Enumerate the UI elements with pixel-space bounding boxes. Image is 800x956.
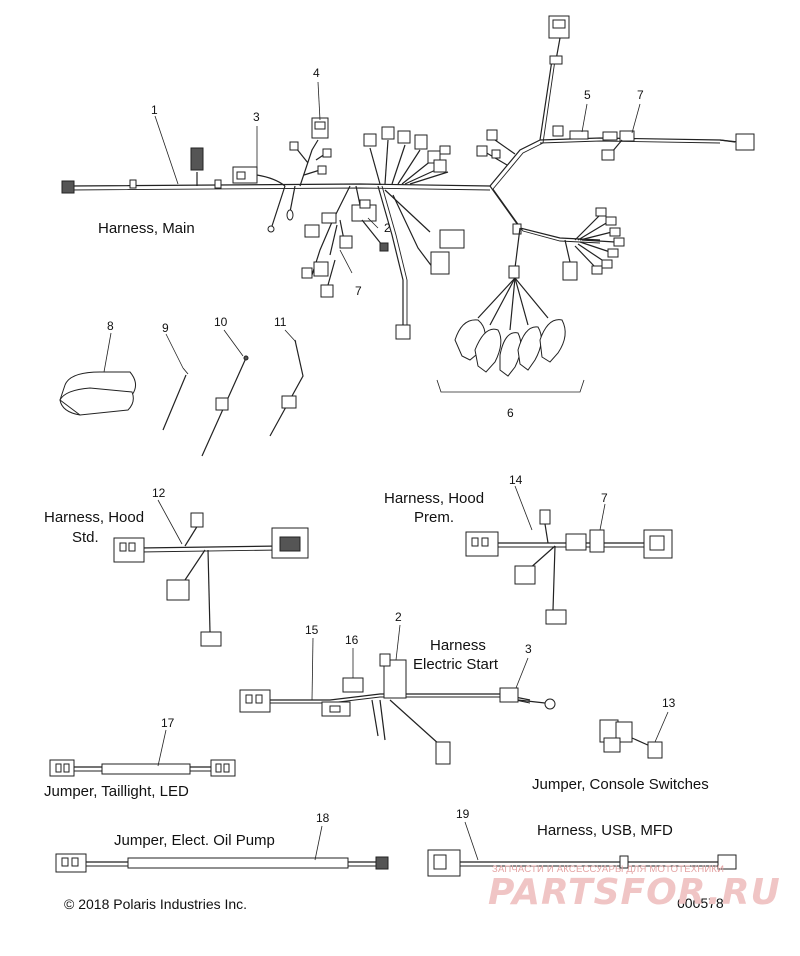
callout-7-main: 7 [637, 88, 644, 102]
callout-6: 6 [507, 406, 514, 420]
cable-tie-9 [162, 333, 189, 431]
cable-tie-11 [269, 329, 304, 437]
label-harness-hood-std-line1: Harness, Hood [44, 509, 145, 526]
label-harness-hood-prem-line1: Harness, Hood [384, 490, 485, 507]
callout-3: 3 [253, 110, 260, 124]
callout-3-start: 3 [525, 642, 532, 656]
harness-hood-std [113, 499, 309, 647]
callout-2-main: 2 [384, 221, 391, 235]
watermark-logo: PARTSFOR.RU [488, 872, 781, 913]
callout-4: 4 [313, 66, 320, 80]
callout-7-main-lower: 7 [355, 284, 362, 298]
label-jumper-taillight-led: Jumper, Taillight, LED [44, 783, 189, 800]
jumper-elect-oil-pump [55, 825, 389, 873]
callout-8: 8 [107, 319, 114, 333]
callout-13: 13 [662, 696, 676, 710]
jumper-console-switches [599, 711, 669, 759]
callout-17: 17 [161, 716, 175, 730]
harness-hood-prem [465, 485, 673, 625]
watermark-tagline: ЗАПЧАСТИ И АКСЕССУАРЫ ДЛЯ МОТОТЕХНИКИ [492, 864, 725, 875]
callout-18: 18 [316, 811, 330, 825]
callout-16: 16 [345, 633, 359, 647]
label-harness-hood-prem-line2: Prem. [414, 509, 455, 526]
cable-tie-10 [201, 329, 249, 457]
callout-5: 5 [584, 88, 591, 102]
callout-15: 15 [305, 623, 319, 637]
callout-2-start: 2 [395, 610, 402, 624]
label-jumper-console-switches: Jumper, Console Switches [532, 776, 709, 793]
harness-usb-mfd [427, 821, 737, 877]
label-harness-electric-start-line2: Electric Start [413, 656, 499, 673]
callout-19: 19 [456, 807, 470, 821]
label-jumper-elect-oil-pump: Jumper, Elect. Oil Pump [114, 832, 275, 849]
harness-electric-start [239, 624, 556, 765]
copyright-text: © 2018 Polaris Industries Inc. [64, 896, 248, 912]
callout-14: 14 [509, 473, 523, 487]
callout-1: 1 [151, 103, 158, 117]
callout-12: 12 [152, 486, 166, 500]
callout-11: 11 [274, 315, 287, 329]
callout-7-prem: 7 [601, 491, 608, 505]
label-harness-hood-std-line2: Std. [72, 529, 99, 546]
jumper-taillight-led [49, 729, 236, 777]
label-harness-electric-start-line1: Harness [430, 637, 486, 654]
callout-10: 10 [214, 315, 228, 329]
harness-cover-8 [59, 332, 136, 416]
label-harness-main: Harness, Main [98, 220, 195, 237]
harness-main [61, 15, 755, 393]
callout-9: 9 [162, 321, 169, 335]
label-harness-usb-mfd: Harness, USB, MFD [537, 822, 673, 839]
diagram-number: 600578 [677, 895, 724, 911]
